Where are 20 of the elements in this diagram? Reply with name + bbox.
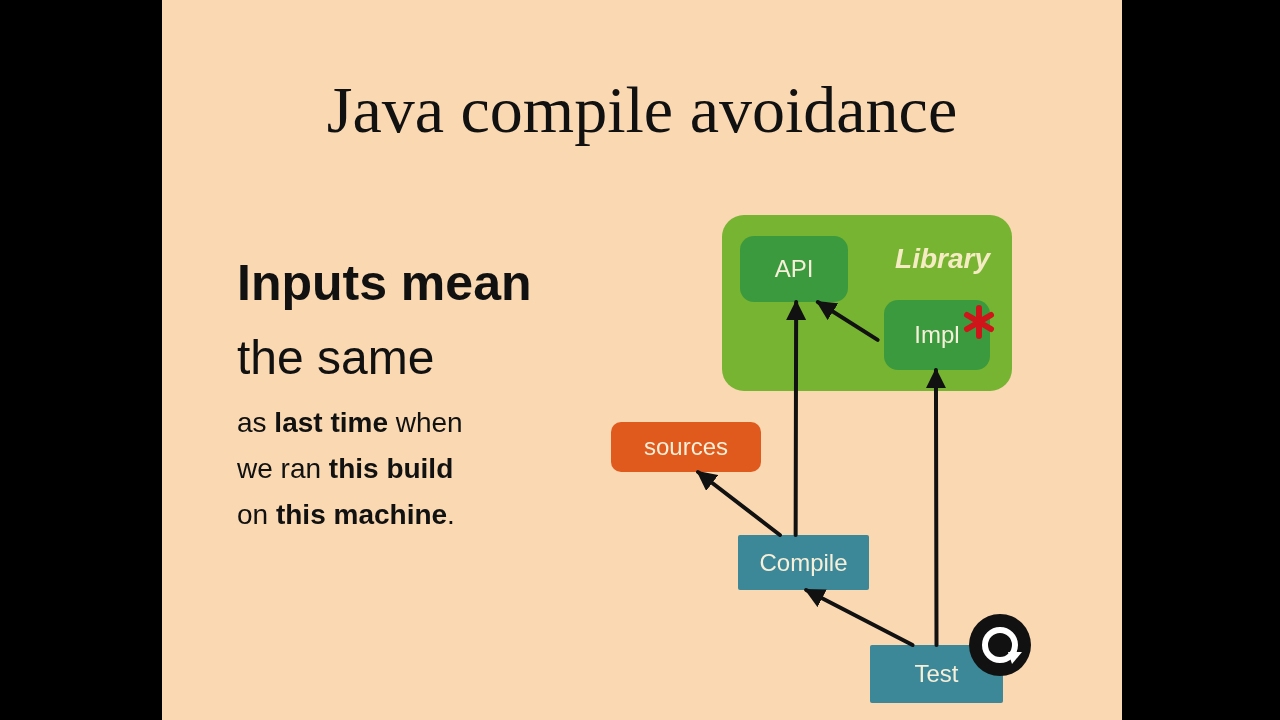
- api-box: [740, 236, 848, 302]
- arrow: [786, 300, 807, 537]
- arrow: [804, 588, 915, 647]
- node-label: sources: [643, 433, 728, 461]
- arrow: [815, 300, 880, 342]
- body-text: as last time when we ran this build on this machine.: [237, 406, 464, 532]
- node-label: Impl: [914, 321, 960, 349]
- subheading-text: the same: [237, 330, 435, 385]
- arrow: [696, 470, 782, 537]
- node-label: Compile: [759, 548, 848, 577]
- node-label: API: [774, 255, 814, 283]
- compile-box: [738, 535, 869, 590]
- library-container: [722, 215, 1012, 391]
- sources-box: [611, 422, 761, 472]
- container-title: Library: [895, 243, 990, 275]
- node-label: Test: [914, 660, 959, 688]
- slide-title: Java compile avoidance: [325, 72, 959, 148]
- impl-box: [884, 300, 990, 370]
- arrow: [926, 368, 946, 647]
- heading-text: Inputs mean: [237, 254, 532, 312]
